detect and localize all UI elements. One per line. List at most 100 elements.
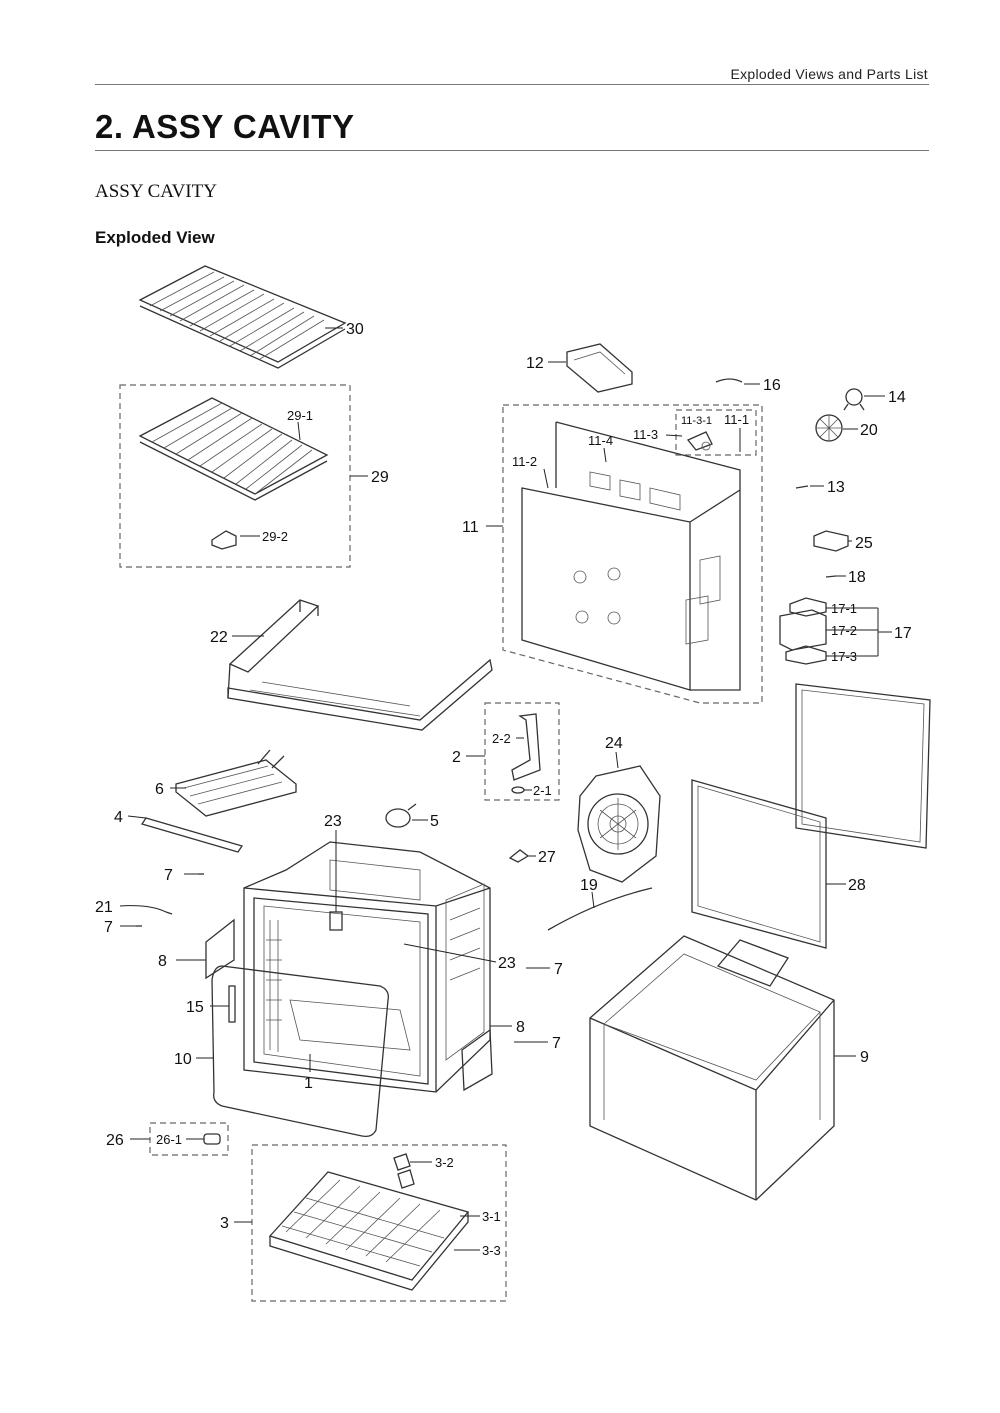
callout-9: 9: [860, 1049, 869, 1066]
leader-11-4: [603, 447, 607, 463]
callout-3-3: 3-3: [482, 1243, 501, 1258]
part-30-rack: [138, 265, 347, 369]
assembly-subtitle: ASSY CAVITY: [95, 181, 217, 202]
part-15-hinge: [228, 985, 236, 1023]
callout-24: 24: [605, 735, 623, 752]
part-3-2-bracket: [393, 1153, 415, 1189]
part-25-block: [813, 530, 849, 552]
part-26-1-knob: [203, 1133, 221, 1145]
callout-28: 28: [848, 877, 866, 894]
part-5-lamp: [385, 803, 417, 828]
callout-30: 30: [346, 321, 364, 338]
callout-19: 19: [580, 877, 598, 894]
part-8-plate-right: [461, 1028, 493, 1092]
callout-12: 12: [526, 355, 544, 372]
title-rule: [95, 150, 929, 151]
callout-29-2: 29-2: [262, 529, 288, 544]
group-box-11-3: [675, 409, 757, 456]
part-24-convection-fan: [577, 765, 661, 883]
callout-8b: 8: [516, 1019, 525, 1036]
callout-11-2: 11-2: [512, 454, 537, 469]
callout-29: 29: [371, 469, 389, 486]
callout-11-3: 11-3: [633, 427, 658, 442]
callout-13: 13: [827, 479, 845, 496]
group-box-29: [119, 384, 351, 568]
callout-8a: 8: [158, 953, 167, 970]
leader-11-2: [543, 468, 549, 489]
callout-3-2: 3-2: [435, 1155, 454, 1170]
page-title: 2. ASSY CAVITY: [95, 108, 355, 145]
callout-26-1: 26-1: [156, 1132, 182, 1147]
part-17-bracket-set: [779, 597, 827, 665]
section-heading: Exploded View: [95, 228, 215, 247]
part-11-back-panel: [521, 421, 741, 691]
callout-1: 1: [304, 1075, 313, 1092]
leader-24: [615, 751, 619, 769]
callout-18: 18: [848, 569, 866, 586]
part-4-bracket: [140, 817, 244, 853]
callout-7d: 7: [552, 1035, 561, 1052]
callout-21: 21: [95, 899, 113, 916]
part-8-plate-left: [205, 918, 235, 980]
callout-17-1: 17-1: [831, 601, 857, 616]
part-11-3-sensor: [686, 431, 713, 451]
part-18-screw: [825, 575, 837, 578]
part-21-screw: [165, 911, 173, 915]
leader-23b: [403, 943, 497, 963]
callout-5: 5: [430, 813, 439, 830]
header-rule: [95, 84, 929, 85]
callout-22: 22: [210, 629, 228, 646]
callout-17-3: 17-3: [831, 649, 857, 664]
part-28-insulation-panels: [691, 683, 931, 949]
leader-29-1: [297, 421, 301, 441]
callout-7b: 7: [104, 919, 113, 936]
part-27-clip: [508, 849, 530, 863]
callout-23b: 23: [498, 955, 516, 972]
part-2-1-grommet: [511, 786, 525, 794]
callout-26: 26: [106, 1132, 124, 1149]
callout-2-2: 2-2: [492, 731, 511, 746]
part-29-2-clip: [211, 530, 237, 550]
callout-16: 16: [763, 377, 781, 394]
part-3-drawer: [268, 1171, 470, 1291]
callout-17: 17: [894, 625, 912, 642]
part-6-bake-element: [175, 749, 297, 817]
callout-7c: 7: [554, 961, 563, 978]
callout-6: 6: [155, 781, 164, 798]
callout-4: 4: [114, 809, 123, 826]
leader-11-3: [665, 434, 683, 437]
part-12-bracket: [566, 343, 633, 393]
group-box-2: [484, 702, 560, 801]
callout-3: 3: [220, 1215, 229, 1232]
leader-19: [591, 891, 595, 909]
callout-17-2: 17-2: [831, 623, 857, 638]
leader-21: [119, 905, 167, 913]
part-20-fan-blade: [815, 414, 843, 442]
callout-11-1: 11-1: [724, 412, 749, 427]
callout-29-1: 29-1: [287, 408, 313, 423]
callout-23a: 23: [324, 813, 342, 830]
header-section-title: Exploded Views and Parts List: [730, 66, 928, 82]
part-13-screw: [795, 485, 809, 489]
part-22-rack-frame: [227, 599, 493, 731]
part-1-oven-cavity: [243, 841, 491, 1093]
callout-15: 15: [186, 999, 204, 1016]
callout-3-1: 3-1: [482, 1209, 501, 1224]
part-29-1-rack: [138, 397, 329, 501]
callout-25: 25: [855, 535, 873, 552]
group-box-11: [502, 404, 763, 704]
part-10-door-gasket: [211, 965, 389, 1138]
group-box-3: [251, 1144, 507, 1302]
callout-11-3-1: 11-3-1: [681, 415, 712, 427]
callout-11-4: 11-4: [588, 433, 613, 448]
part-9-outer-case: [589, 935, 835, 1201]
leader-4: [127, 815, 147, 819]
callout-27: 27: [538, 849, 556, 866]
part-19-wire: [547, 887, 653, 931]
callout-10: 10: [174, 1051, 192, 1068]
callout-20: 20: [860, 422, 878, 439]
callout-14: 14: [888, 389, 906, 406]
part-14-motor: [843, 388, 865, 411]
part-16-wire: [715, 378, 743, 383]
